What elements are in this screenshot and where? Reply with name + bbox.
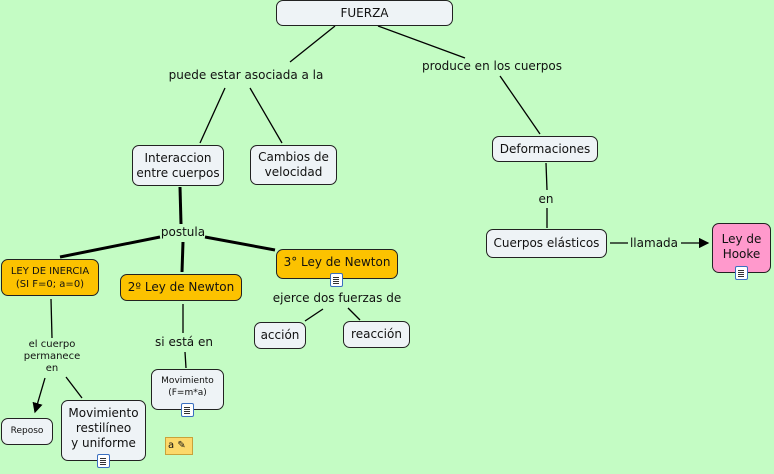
document-icon[interactable] [181, 403, 194, 417]
node-label: 3° Ley de Newton [283, 255, 391, 269]
document-icon[interactable] [97, 454, 110, 468]
link-label-ejerce: ejerce dos fuerzas de [272, 291, 402, 305]
note-icon-text: a [168, 440, 175, 451]
link-label-asociada: puede estar asociada a la [168, 68, 324, 82]
link-label-line: el cuerpo [28, 339, 76, 350]
node-fuerza[interactable]: FUERZA [276, 0, 453, 26]
node-accion[interactable]: acción [254, 322, 306, 349]
link-label-en: en [538, 192, 554, 206]
node-reaccion[interactable]: reacción [343, 321, 410, 348]
link-label-produce: produce en los cuerpos [422, 59, 562, 73]
node-label: Ley de [721, 232, 762, 246]
node-label: Cuerpos elásticos [493, 236, 600, 250]
node-label: y uniforme [71, 436, 136, 450]
node-label: FUERZA [340, 5, 389, 20]
document-icon[interactable] [330, 273, 343, 287]
link-label-si-esta: si está en [155, 335, 213, 349]
node-label: (SI F=0; a=0) [15, 278, 85, 290]
node-deformaciones[interactable]: Deformaciones [492, 136, 598, 162]
node-label: acción [260, 328, 300, 342]
node-label: Interaccion [144, 150, 212, 165]
node-label: Reposo [10, 426, 44, 436]
node-label: Cambios de [258, 150, 329, 164]
node-label: entre cuerpos [136, 165, 220, 180]
node-label: velocidad [264, 165, 323, 179]
node-label: Movimiento [68, 406, 139, 420]
node-label: LEY DE INERCIA [10, 265, 90, 277]
node-reposo[interactable]: Reposo [1, 418, 53, 445]
node-cuerpos-elasticos[interactable]: Cuerpos elásticos [486, 229, 607, 258]
node-ley-inercia[interactable]: LEY DE INERCIA(SI F=0; a=0) [1, 259, 99, 296]
node-label: Hooke [722, 247, 761, 261]
node-label: reacción [351, 327, 402, 341]
link-label-postula: postula [160, 225, 206, 239]
link-label-line: en [45, 363, 59, 374]
node-label: Movimiento [161, 376, 214, 386]
node-label: restilíneo [75, 421, 132, 435]
document-icon[interactable] [735, 266, 748, 280]
node-label: (F=m*a) [168, 388, 207, 398]
link-label-llamada: llamada [629, 236, 679, 250]
node-label: 2º Ley de Newton [127, 280, 235, 294]
link-label-line: permanece [23, 351, 81, 362]
node-ley2[interactable]: 2º Ley de Newton [120, 274, 242, 301]
note-icon[interactable]: a ✎ [165, 437, 193, 455]
node-label: Deformaciones [499, 141, 591, 156]
